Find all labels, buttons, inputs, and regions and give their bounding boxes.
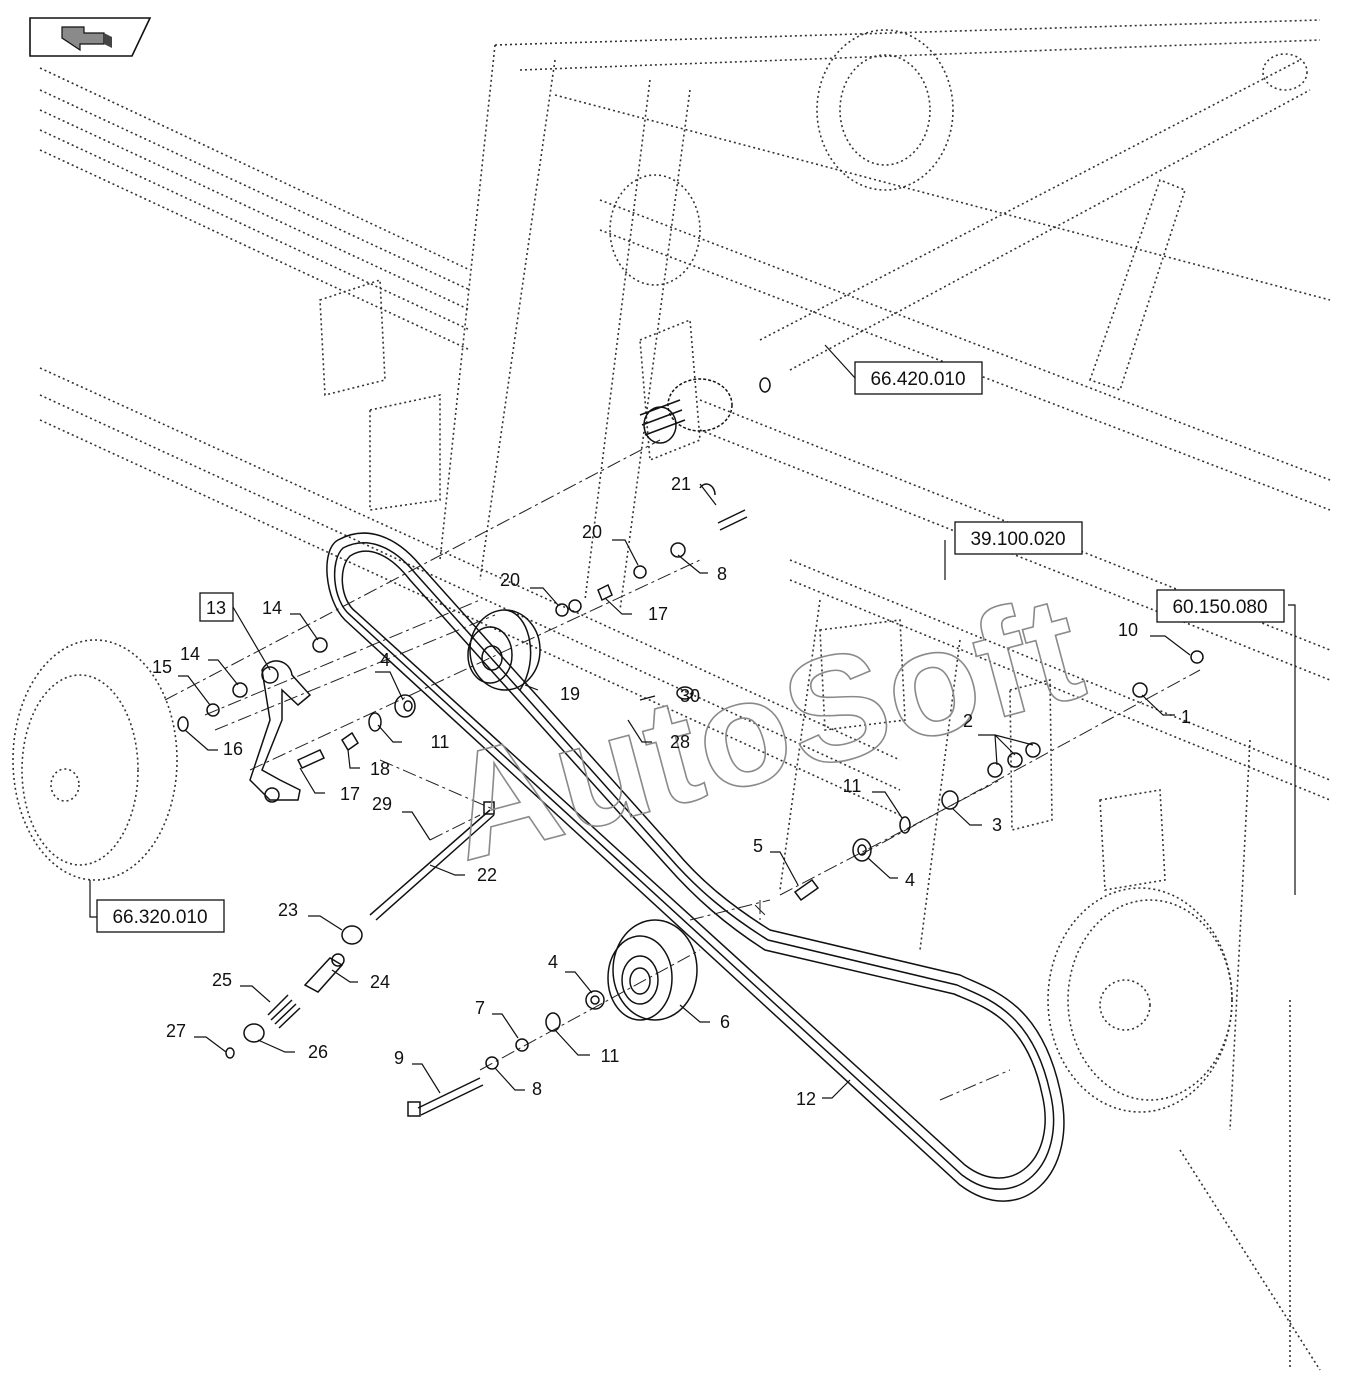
callout-8b: 8 [494,1067,542,1099]
callout-2: 2 [963,711,1034,766]
reference-label: 66.420.010 [870,369,965,390]
callout-9: 9 [394,1048,441,1094]
svg-text:30: 30 [680,686,700,706]
callout-14a: 14 [262,598,319,641]
callout-25: 25 [212,970,271,1003]
callout-7: 7 [475,998,519,1039]
idler-pulley-6 [607,919,698,1021]
watermark: AutoSoft [429,562,1099,892]
callout-6: 6 [679,1004,730,1032]
callout-1: 1 [1141,694,1191,727]
callout-17a: 17 [604,597,668,624]
callout-23: 23 [278,900,343,931]
callout-4b: 4 [867,857,915,890]
callout-4a: 4 [375,650,404,701]
svg-text:11: 11 [431,732,450,752]
callout-3: 3 [951,807,1002,835]
reference-label: 39.100.020 [970,529,1065,550]
callout-15: 15 [152,657,211,706]
svg-text:23: 23 [278,900,298,920]
svg-text:21: 21 [671,474,691,494]
reference-link-66-320-010[interactable]: 66.320.010 [89,880,225,933]
svg-text:4: 4 [380,650,390,670]
callout-30: 30 [639,686,700,706]
drive-belt [326,532,1065,1202]
svg-text:9: 9 [394,1048,404,1068]
reference-link-66-420-010[interactable]: 66.420.010 [824,344,983,395]
callout-10: 10 [1118,620,1191,656]
svg-text:18: 18 [370,759,390,779]
svg-text:14: 14 [262,598,282,618]
callout-26: 26 [257,1039,328,1062]
callout-18: 18 [347,749,390,779]
svg-text:22: 22 [477,865,497,885]
svg-text:6: 6 [720,1012,730,1032]
svg-text:8: 8 [532,1079,542,1099]
svg-text:17: 17 [340,784,360,804]
svg-text:26: 26 [308,1042,328,1062]
reference-link-39-100-020[interactable]: 39.100.020 [944,521,1083,580]
svg-text:19: 19 [560,684,580,704]
svg-text:16: 16 [223,739,243,759]
svg-text:8: 8 [717,564,727,584]
callout-21: 21 [671,474,717,506]
small-parts [177,483,1204,1117]
svg-text:20: 20 [582,522,602,542]
callout-12: 12 [796,1079,851,1109]
svg-text:29: 29 [372,794,392,814]
svg-text:17: 17 [648,604,668,624]
callout-8a: 8 [677,554,727,584]
svg-text:15: 15 [152,657,172,677]
reference-label: 60.150.080 [1172,597,1267,618]
svg-text:14: 14 [180,644,200,664]
upper-drive-pulley [639,377,771,444]
callout-20b: 20 [500,570,559,606]
reference-link-60-150-080[interactable]: 60.150.080 [1156,589,1296,895]
callout-4c: 4 [548,952,593,994]
svg-text:12: 12 [796,1089,816,1109]
back-arrow-icon [61,26,112,52]
svg-text:27: 27 [166,1021,186,1041]
callout-24: 24 [331,969,390,992]
svg-text:11: 11 [601,1046,620,1066]
callout-20a: 20 [582,522,639,566]
svg-text:4: 4 [905,870,915,890]
svg-text:20: 20 [500,570,520,590]
svg-text:5: 5 [753,836,763,856]
callout-11b: 11 [843,776,903,819]
assembly-axes [164,439,1201,1101]
callout-27: 27 [166,1021,227,1053]
callout-16: 16 [184,729,243,759]
callout-17b: 17 [299,767,360,804]
svg-text:1: 1 [1181,707,1191,727]
svg-text:28: 28 [670,732,690,752]
back-button[interactable] [29,17,152,57]
callout-19: 19 [524,684,580,704]
callout-5: 5 [753,836,799,886]
idler-pulley-19 [467,609,541,691]
svg-text:11: 11 [843,776,862,796]
callout-11c: 11 [554,1029,620,1066]
svg-text:25: 25 [212,970,232,990]
tensioner-arm [249,660,312,803]
svg-text:7: 7 [475,998,485,1018]
svg-text:4: 4 [548,952,558,972]
callout-29: 29 [372,794,431,841]
callout-11a: 11 [377,724,450,752]
callout-28: 28 [627,719,690,752]
reference-label: 66.320.010 [112,907,207,928]
svg-text:3: 3 [992,815,1002,835]
svg-text:24: 24 [370,972,390,992]
callout-13: 13 [199,592,271,671]
callout-22: 22 [429,864,497,885]
svg-text:13: 13 [206,598,226,618]
svg-text:10: 10 [1118,620,1138,640]
callout-14b: 14 [180,644,239,686]
svg-text:2: 2 [963,711,973,731]
